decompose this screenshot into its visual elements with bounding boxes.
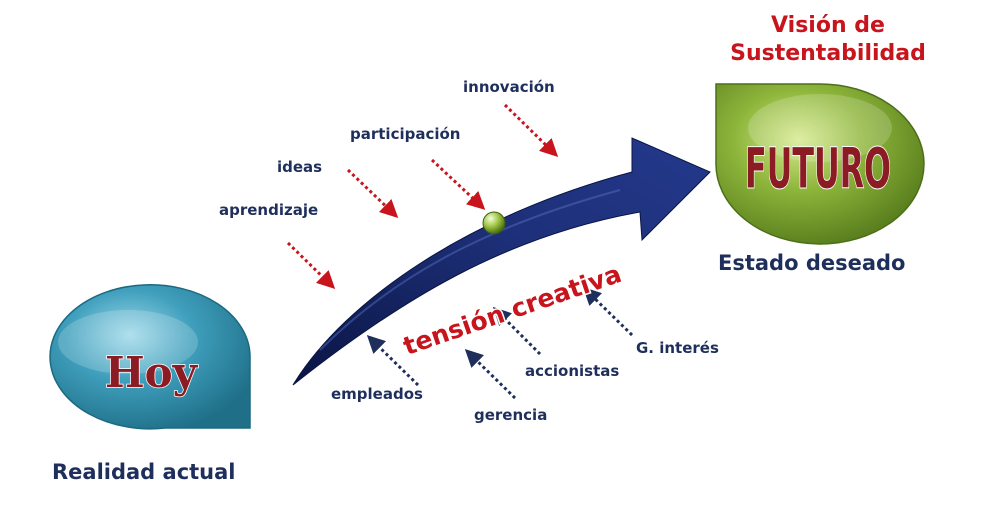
future-caption: Estado deseado — [718, 251, 906, 275]
driver-label-innovation: innovación — [463, 78, 555, 96]
driver-label-participation: participación — [350, 125, 461, 143]
title-line-2: Sustentabilidad — [730, 40, 926, 66]
driver-arrow-ideas — [346, 168, 399, 218]
present-bubble-label: Hoy — [105, 348, 199, 397]
future-bubble-label: FUTURO — [745, 136, 891, 201]
stakeholder-label-interest: G. interés — [636, 339, 719, 357]
title-line-1: Visión de — [771, 13, 885, 38]
stakeholder-arrow-management — [464, 348, 517, 400]
future-bubble — [715, 83, 925, 245]
tension-arrow — [292, 137, 711, 386]
diagram-title: Visión de Sustentabilidad — [698, 12, 958, 67]
present-bubble — [49, 284, 251, 430]
stakeholder-arrow-interest — [582, 286, 634, 337]
stakeholder-label-employees: empleados — [331, 385, 423, 403]
driver-label-learning: aprendizaje — [219, 201, 319, 219]
stakeholder-arrow-employees — [366, 334, 420, 387]
driver-arrow-participation — [430, 158, 486, 210]
present-caption: Realidad actual — [52, 460, 236, 484]
driver-arrow-innovation — [503, 103, 559, 158]
marker-ball — [482, 211, 506, 235]
driver-label-ideas: ideas — [277, 158, 323, 176]
stakeholder-arrow-shareholders — [492, 306, 542, 356]
stakeholder-label-shareholders: accionistas — [525, 362, 620, 380]
driver-arrow-learning — [286, 241, 336, 290]
stakeholder-label-management: gerencia — [474, 406, 548, 424]
